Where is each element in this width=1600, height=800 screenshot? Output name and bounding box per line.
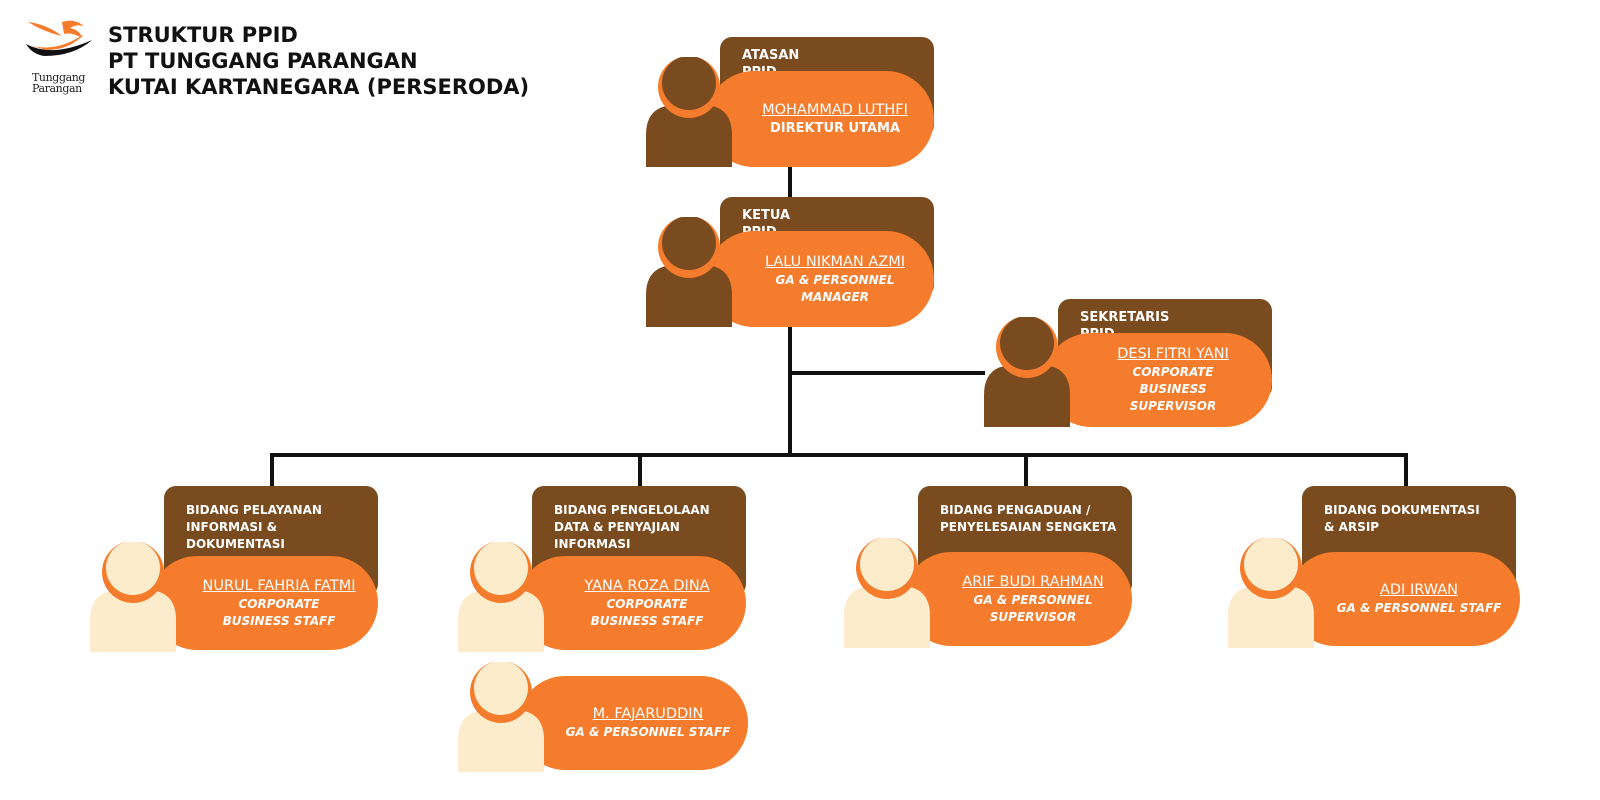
- person-avatar-icon: [646, 57, 732, 167]
- person-name: M. FAJARUDDIN: [592, 706, 704, 722]
- person-avatar-icon: [984, 317, 1070, 427]
- person-position: GA & PERSONNEL SUPERVISOR: [973, 592, 1093, 624]
- person-position: GA & PERSONNEL STAFF: [565, 725, 731, 739]
- person-pill: MOHAMMAD LUTHFI DIREKTUR UTAMA: [706, 71, 934, 167]
- page-title: STRUKTUR PPID PT TUNGGANG PARANGAN KUTAI…: [108, 22, 529, 100]
- person-pill: YANA ROZA DINA CORPORATE BUSINESS STAFF: [518, 556, 746, 650]
- person-position: CORPORATE BUSINESS STAFF: [590, 596, 704, 628]
- person-position: DIREKTUR UTAMA: [769, 121, 901, 136]
- logo-emblem-icon: [26, 20, 92, 56]
- person-name: ARIF BUDI RAHMAN: [962, 573, 1104, 590]
- person-avatar-icon: [646, 217, 732, 327]
- title-line-1: STRUKTUR PPID: [108, 23, 298, 47]
- person-pill: M. FAJARUDDIN GA & PERSONNEL STAFF: [518, 676, 748, 770]
- person-name: YANA ROZA DINA: [584, 577, 710, 594]
- person-name: NURUL FAHRIA FATMI: [202, 577, 356, 594]
- person-name: MOHAMMAD LUTHFI: [762, 102, 908, 118]
- person-avatar-icon: [844, 538, 930, 648]
- person-position: CORPORATE BUSINESS STAFF: [222, 596, 336, 628]
- title-line-3: KUTAI KARTANEGARA (PERSERODA): [108, 75, 530, 99]
- person-position: GA & PERSONNEL MANAGER: [775, 272, 895, 304]
- person-avatar-icon: [1228, 538, 1314, 648]
- person-avatar-icon: [458, 542, 544, 652]
- logo-wordmark: Tunggang Parangan: [32, 71, 86, 95]
- role-label: BIDANG DOKUMENTASI & ARSIP: [1324, 503, 1480, 534]
- role-label: BIDANG PELAYANAN INFORMASI & DOKUMENTASI: [186, 503, 322, 551]
- person-position: GA & PERSONNEL STAFF: [1336, 601, 1502, 615]
- role-label: BIDANG PENGADUAN / PENYELESAIAN SENGKETA: [940, 503, 1117, 534]
- person-pill: DESI FITRI YANI CORPORATE BUSINESS SUPER…: [1044, 333, 1272, 427]
- person-pill: ARIF BUDI RAHMAN GA & PERSONNEL SUPERVIS…: [904, 552, 1132, 646]
- title-line-2: PT TUNGGANG PARANGAN: [108, 49, 418, 73]
- person-name: ADI IRWAN: [1379, 582, 1459, 598]
- person-position: CORPORATE BUSINESS SUPERVISOR: [1129, 365, 1217, 413]
- person-avatar-icon: [458, 662, 544, 772]
- person-name: DESI FITRI YANI: [1117, 346, 1229, 362]
- person-pill: LALU NIKMAN AZMI GA & PERSONNEL MANAGER: [706, 231, 934, 327]
- person-pill: NURUL FAHRIA FATMI CORPORATE BUSINESS ST…: [150, 556, 378, 650]
- person-name: LALU NIKMAN AZMI: [764, 253, 906, 270]
- company-logo: Tunggang Parangan: [22, 16, 102, 98]
- role-label: BIDANG PENGELOLAAN DATA & PENYAJIAN INFO…: [554, 503, 710, 551]
- person-avatar-icon: [90, 542, 176, 652]
- person-pill: ADI IRWAN GA & PERSONNEL STAFF: [1288, 552, 1520, 646]
